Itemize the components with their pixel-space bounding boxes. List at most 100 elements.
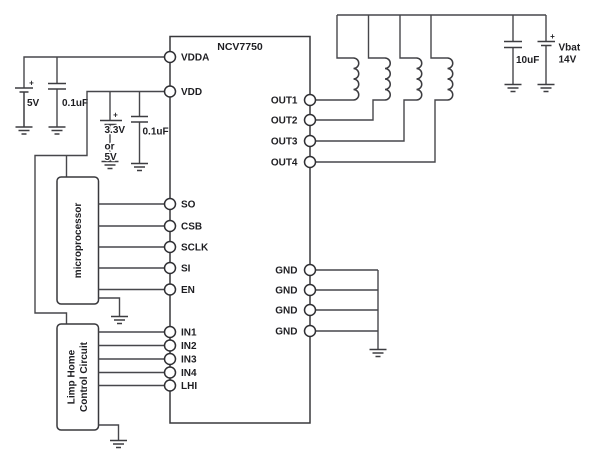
pin-label-in3: IN3	[181, 355, 197, 366]
ic-title: NCV7750	[217, 41, 263, 53]
capacitor-icon	[48, 82, 66, 90]
pin-label-sclk: SCLK	[181, 243, 209, 254]
pin-label-out1: OUT1	[271, 96, 298, 107]
capacitor-c3-label: 10uF	[516, 55, 539, 66]
ic-body	[169, 35, 311, 424]
ground-icon	[47, 126, 67, 135]
pin-en-circle	[163, 283, 177, 296]
battery-3v3-plus: +	[113, 111, 118, 120]
pin-gnd4-circle	[303, 324, 317, 338]
ground-icon	[368, 348, 388, 358]
inductor-icon	[447, 57, 454, 101]
pin-sclk-circle	[163, 240, 177, 254]
pin-in2-circle	[163, 339, 177, 352]
ground-icon	[109, 439, 128, 449]
pin-label-gnd4: GND	[275, 327, 297, 338]
battery-3v3-label: 3.3V	[105, 125, 126, 136]
pin-in1-circle	[163, 325, 177, 339]
microprocessor-label: microprocessor	[73, 203, 84, 279]
battery-3v3-or: or	[105, 142, 115, 153]
pin-label-out2: OUT2	[271, 116, 298, 127]
pin-label-gnd2: GND	[275, 286, 297, 297]
vdd-supply-section: + 3.3V or 5V 0.1uF	[34, 90, 170, 324]
limp-home-label-line2: Control Circuit	[79, 341, 90, 412]
pin-in4-circle	[163, 366, 177, 379]
pin-label-gnd3: GND	[275, 306, 297, 317]
ground-icon	[503, 83, 523, 93]
inductor-l4	[315, 15, 454, 163]
pin-lhi-circle	[163, 379, 177, 392]
pin-gnd3-circle	[303, 303, 317, 317]
pin-label-out3: OUT3	[271, 137, 298, 148]
pin-out2-circle	[303, 113, 317, 127]
ground-icon	[110, 315, 129, 325]
ground-icon	[536, 83, 556, 93]
inductor-l2	[315, 15, 391, 121]
microprocessor-body	[56, 176, 100, 305]
pin-label-in1: IN1	[181, 328, 197, 339]
pin-si-circle	[163, 261, 177, 275]
capacitor-c2-label: 0.1uF	[143, 127, 169, 138]
battery-5v-label: 5V	[27, 98, 40, 109]
inductor-lead	[315, 15, 385, 121]
battery-vbat-label: Vbat	[559, 43, 581, 54]
pin-label-en: EN	[181, 285, 195, 296]
battery-5v-plus: +	[29, 79, 34, 88]
pin-label-in4: IN4	[181, 368, 197, 379]
pin-out3-circle	[303, 134, 317, 148]
battery-vbat-value: 14V	[559, 55, 577, 66]
pin-label-si: SI	[181, 264, 191, 275]
wire-vdda-net	[23, 56, 165, 88]
capacitor-c1-label: 0.1uF	[62, 98, 88, 109]
ground-bus-section	[315, 269, 388, 358]
battery-vbat: + Vbat 14V	[536, 15, 581, 93]
pin-label-vdd: VDD	[181, 87, 202, 98]
limp-home-body	[56, 323, 100, 431]
pin-vdda-circle	[163, 50, 177, 64]
ground-icon	[14, 126, 34, 135]
wire-mcu-ground	[98, 297, 121, 316]
microprocessor-block: microprocessor	[56, 176, 165, 325]
pin-so-circle	[163, 197, 177, 211]
pin-vdd-circle	[163, 85, 177, 98]
pin-label-gnd1: GND	[275, 266, 297, 277]
vbat-rail-section: 10uF + Vbat 14V	[315, 14, 581, 163]
pin-label-so: SO	[181, 200, 196, 211]
battery-3v3-alt-label: 5V	[105, 152, 118, 163]
pin-csb-circle	[163, 219, 177, 233]
pin-out1-circle	[303, 93, 317, 107]
inductor-icon	[416, 57, 423, 101]
capacitor-icon	[504, 40, 522, 49]
inductor-lead	[315, 15, 354, 101]
pin-gnd1-circle	[303, 263, 317, 277]
pin-out4-circle	[303, 155, 317, 169]
pin-label-lhi: LHI	[181, 381, 197, 392]
inductor-icon	[384, 57, 391, 101]
inductor-l1	[315, 15, 360, 101]
capacitor-icon	[131, 115, 148, 123]
capacitor-c2: 0.1uF	[130, 91, 170, 172]
ground-icon	[130, 162, 149, 172]
battery-icon	[100, 119, 122, 126]
battery-icon	[15, 87, 33, 127]
battery-3v3: + 3.3V or 5V	[100, 91, 127, 170]
pin-gnd2-circle	[303, 283, 317, 297]
wire-vdd-net	[34, 90, 165, 324]
inductor-l3	[315, 15, 423, 142]
limp-home-label-line1: Limp Home	[67, 349, 78, 404]
inductor-lead	[315, 15, 417, 142]
ic-ncv7750: NCV7750 VDDA VDD SO CSB SCLK SI EN IN1 I…	[163, 35, 317, 424]
pin-label-in2: IN2	[181, 341, 197, 352]
limp-home-block: Limp Home Control Circuit	[56, 323, 165, 449]
battery-icon	[537, 40, 555, 47]
battery-5v: + 5V	[14, 79, 40, 135]
vdda-supply-section: + 5V 0.1uF	[14, 56, 165, 135]
pin-label-csb: CSB	[181, 222, 202, 233]
battery-vbat-plus: +	[550, 32, 555, 41]
pin-in3-circle	[163, 352, 177, 366]
inductor-lead	[315, 15, 448, 163]
capacitor-c1: 0.1uF	[47, 57, 88, 135]
pin-label-vdda: VDDA	[181, 53, 209, 64]
